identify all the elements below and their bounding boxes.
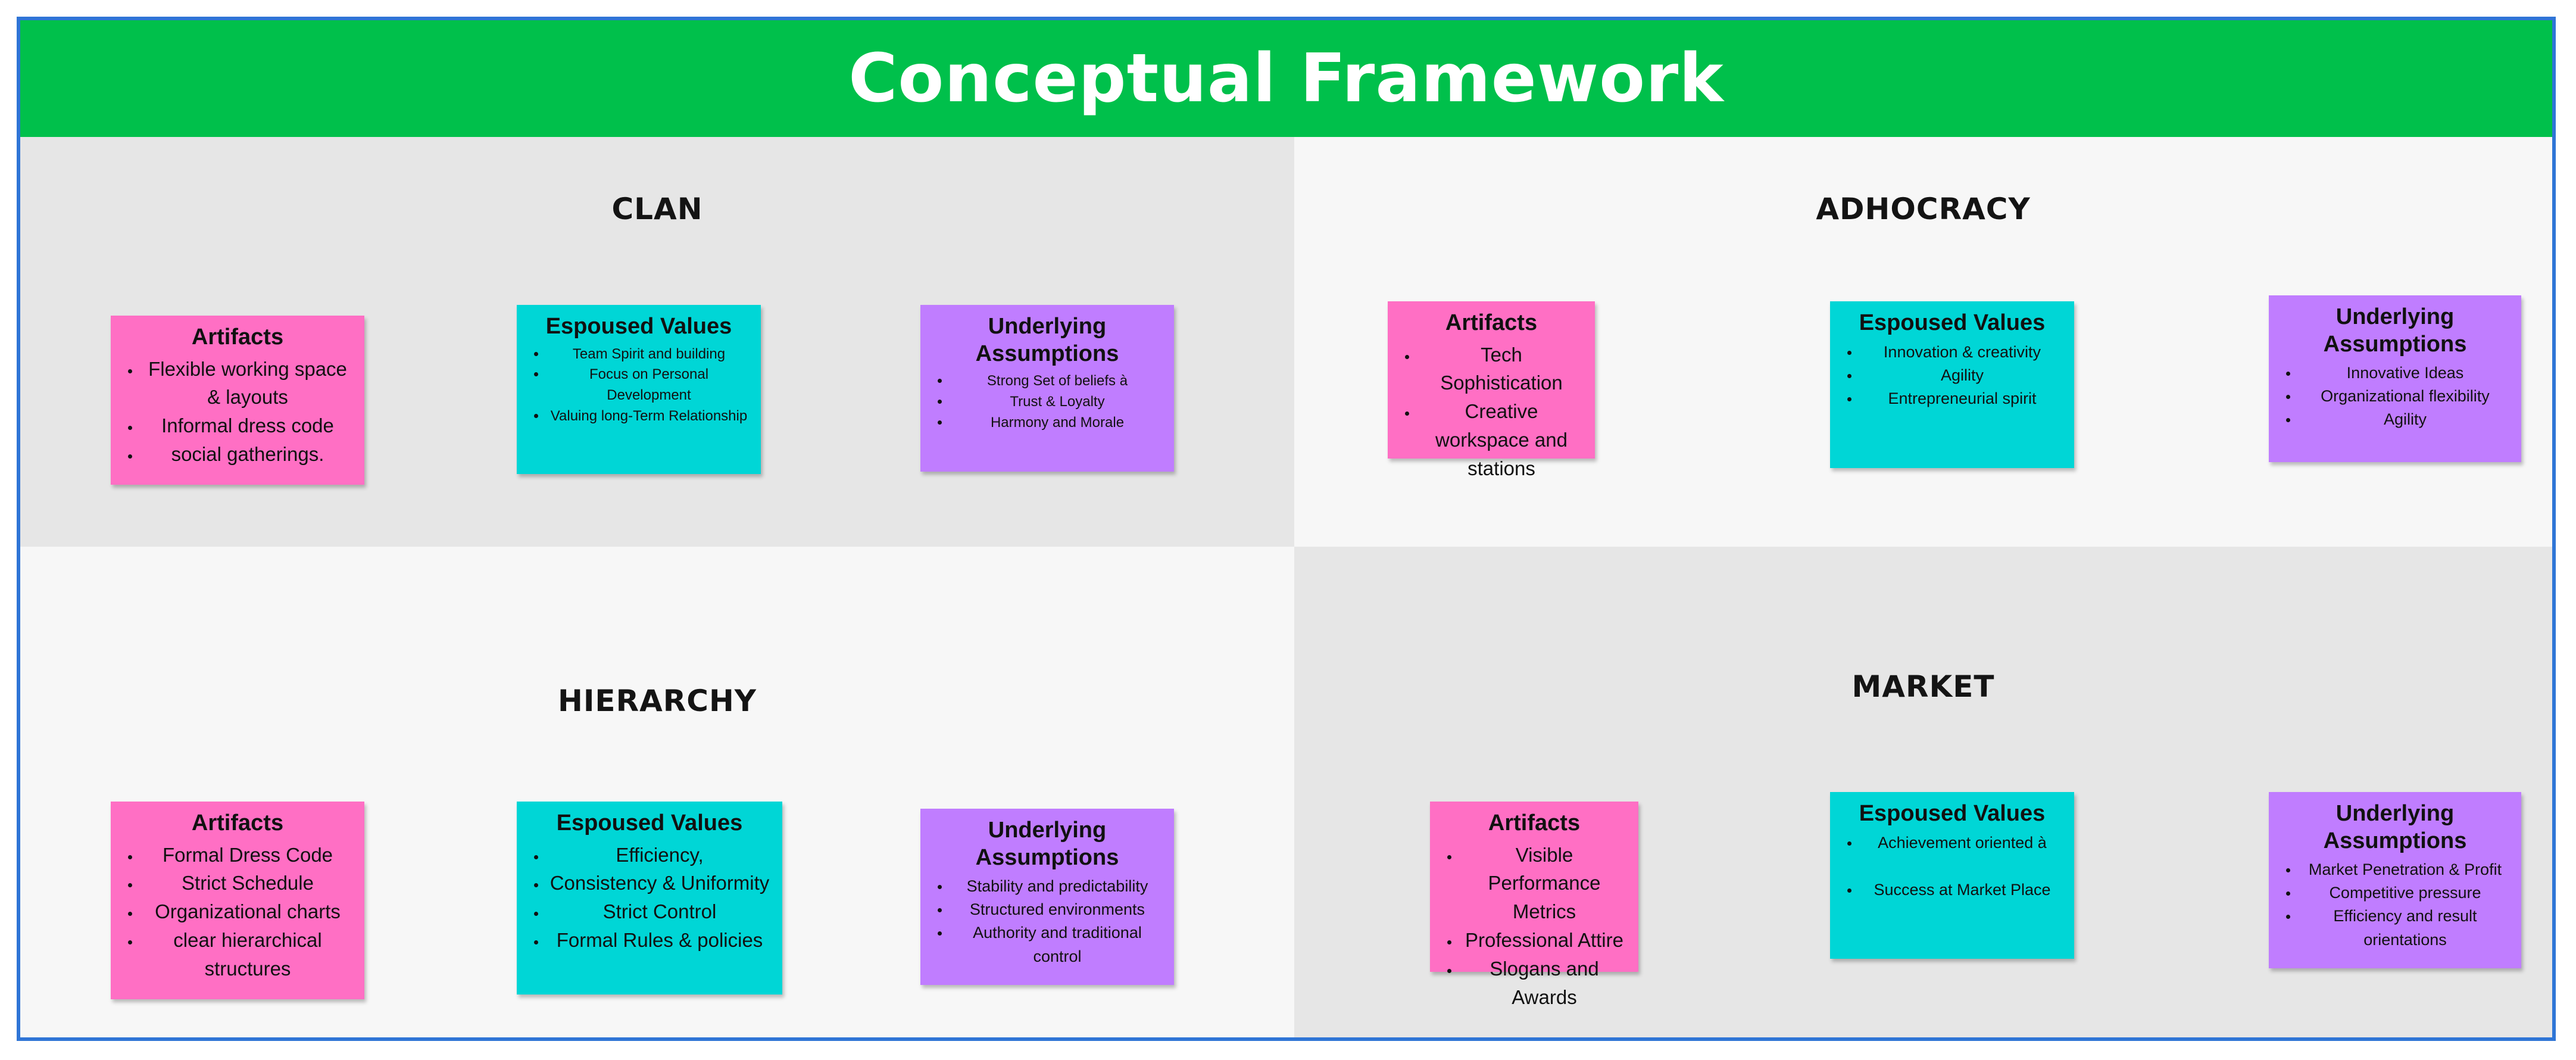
adhocracy-espoused-title: Espoused Values bbox=[1859, 310, 2046, 335]
hierarchy-artifacts-item: Strict Schedule bbox=[140, 869, 355, 897]
hierarchy-artifacts-item: clear hierarchical structures bbox=[140, 926, 355, 983]
hierarchy-espoused-item: Formal Rules & policies bbox=[547, 926, 773, 955]
adhocracy-assumptions-item: Organizational flexibility bbox=[2299, 385, 2512, 408]
adhocracy-espoused-note: Espoused Values Innovation & creativity … bbox=[1830, 301, 2074, 468]
adhocracy-espoused-item: Entrepreneurial spirit bbox=[1860, 387, 2065, 410]
clan-artifacts-note: Artifacts Flexible working space & layou… bbox=[111, 316, 364, 485]
clan-assumptions-item: Strong Set of beliefs à bbox=[950, 371, 1164, 392]
clan-espoused-item: Focus on Personal Development bbox=[547, 364, 751, 406]
market-artifacts-item: Visible Performance Metrics bbox=[1460, 841, 1629, 927]
clan-espoused-title: Espoused Values bbox=[545, 314, 732, 339]
hierarchy-assumptions-item: Authority and traditional control bbox=[950, 921, 1164, 968]
quadrant-title-adhocracy: ADHOCRACY bbox=[1816, 192, 2031, 226]
quadrant-title-clan: CLAN bbox=[611, 192, 703, 226]
adhocracy-espoused-item: Innovation & creativity bbox=[1860, 341, 2065, 364]
adhocracy-assumptions-title: Underlying Assumptions bbox=[2323, 304, 2467, 357]
market-espoused-item: Success at Market Place bbox=[1860, 878, 2065, 902]
hierarchy-artifacts-item: Formal Dress Code bbox=[140, 841, 355, 869]
clan-assumptions-item: Trust & Loyalty bbox=[950, 392, 1164, 413]
market-espoused-item: Achievement oriented à bbox=[1860, 831, 2065, 855]
clan-assumptions-note: Underlying Assumptions Strong Set of bel… bbox=[920, 305, 1174, 472]
adhocracy-assumptions-item: Agility bbox=[2299, 408, 2512, 431]
quadrant-market: MARKET Artifacts Visible Performance Met… bbox=[1294, 547, 2552, 1037]
quadrant-hierarchy: HIERARCHY Artifacts Formal Dress Code St… bbox=[20, 547, 1294, 1037]
market-assumptions-item: Efficiency and result orientations bbox=[2299, 905, 2512, 951]
clan-assumptions-title: Underlying Assumptions bbox=[975, 314, 1119, 366]
market-assumptions-item: Competitive pressure bbox=[2299, 881, 2512, 905]
clan-artifacts-title: Artifacts bbox=[191, 325, 284, 350]
hierarchy-assumptions-item: Stability and predictability bbox=[950, 875, 1164, 898]
hierarchy-espoused-note: Espoused Values Efficiency, Consistency … bbox=[517, 802, 782, 994]
quadrant-title-market: MARKET bbox=[1851, 669, 1995, 704]
market-assumptions-item: Market Penetration & Profit bbox=[2299, 858, 2512, 881]
market-espoused-note: Espoused Values Achievement oriented à S… bbox=[1830, 792, 2074, 959]
market-espoused-title: Espoused Values bbox=[1859, 801, 2046, 826]
quadrant-adhocracy: ADHOCRACY Artifacts Tech Sophistication … bbox=[1294, 137, 2552, 547]
clan-espoused-note: Espoused Values Team Spirit and building… bbox=[517, 305, 761, 474]
hierarchy-espoused-item: Consistency & Uniformity bbox=[547, 869, 773, 897]
market-artifacts-item: Professional Attire bbox=[1460, 926, 1629, 955]
hierarchy-artifacts-note: Artifacts Formal Dress Code Strict Sched… bbox=[111, 802, 364, 999]
hierarchy-artifacts-item: Organizational charts bbox=[140, 897, 355, 926]
quadrant-clan: CLAN Artifacts Flexible working space & … bbox=[20, 137, 1294, 547]
clan-assumptions-item: Harmony and Morale bbox=[950, 413, 1164, 434]
market-artifacts-item: Slogans and Awards bbox=[1460, 955, 1629, 1012]
market-artifacts-title: Artifacts bbox=[1488, 810, 1581, 835]
framework-frame: Conceptual Framework CLAN Artifacts Flex… bbox=[17, 17, 2556, 1041]
hierarchy-espoused-item: Efficiency, bbox=[547, 841, 773, 869]
market-artifacts-note: Artifacts Visible Performance Metrics Pr… bbox=[1430, 802, 1638, 1008]
market-assumptions-title: Underlying Assumptions bbox=[2323, 801, 2467, 853]
adhocracy-artifacts-item: Creative workspace and stations bbox=[1417, 397, 1585, 483]
hierarchy-assumptions-note: Underlying Assumptions Stability and pre… bbox=[920, 809, 1174, 985]
page-title: Conceptual Framework bbox=[848, 40, 1724, 117]
adhocracy-assumptions-item: Innovative Ideas bbox=[2299, 361, 2512, 385]
clan-espoused-item: Team Spirit and building bbox=[547, 344, 751, 365]
hierarchy-espoused-item: Strict Control bbox=[547, 897, 773, 926]
adhocracy-assumptions-note: Underlying Assumptions Innovative Ideas … bbox=[2269, 295, 2521, 462]
adhocracy-artifacts-note: Artifacts Tech Sophistication Creative w… bbox=[1388, 301, 1595, 479]
clan-artifacts-item: Informal dress code bbox=[140, 411, 355, 440]
market-assumptions-note: Underlying Assumptions Market Penetratio… bbox=[2269, 792, 2521, 968]
hierarchy-assumptions-item: Structured environments bbox=[950, 898, 1164, 921]
adhocracy-artifacts-title: Artifacts bbox=[1445, 310, 1538, 335]
clan-artifacts-item: social gatherings. bbox=[140, 440, 355, 469]
adhocracy-espoused-item: Agility bbox=[1860, 364, 2065, 387]
hierarchy-espoused-title: Espoused Values bbox=[556, 810, 743, 835]
adhocracy-artifacts-item: Tech Sophistication bbox=[1417, 341, 1585, 398]
hierarchy-assumptions-title: Underlying Assumptions bbox=[975, 818, 1119, 870]
title-banner: Conceptual Framework bbox=[20, 20, 2552, 137]
quadrant-title-hierarchy: HIERARCHY bbox=[557, 684, 757, 718]
clan-espoused-item: Valuing long-Term Relationship bbox=[547, 406, 751, 427]
hierarchy-artifacts-title: Artifacts bbox=[191, 810, 284, 835]
clan-artifacts-item: Flexible working space & layouts bbox=[140, 355, 355, 412]
